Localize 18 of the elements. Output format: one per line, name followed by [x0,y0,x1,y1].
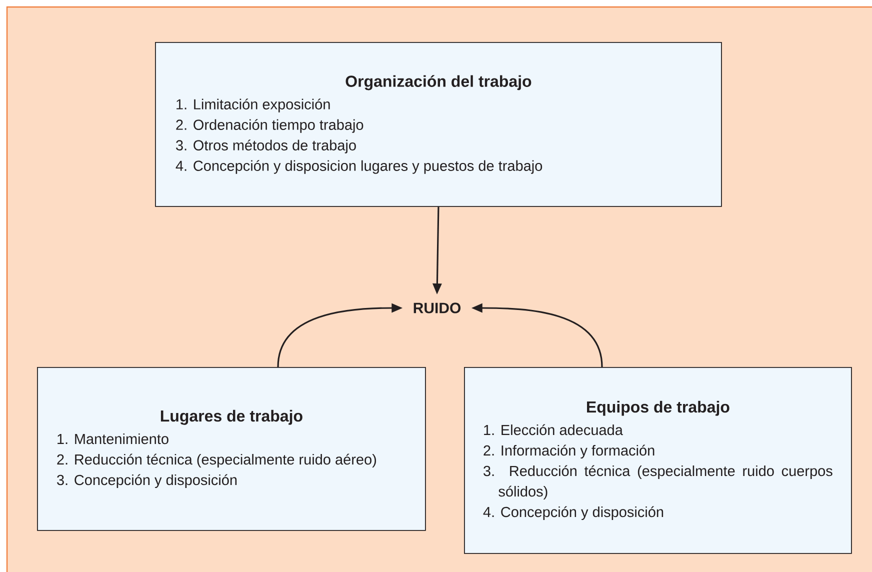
list-item: 4. Concepción y disposición [483,506,664,520]
list-item: 1. Elección adecuada [484,424,623,436]
box-heading: Lugares de trabajo [160,410,302,425]
text-box [464,367,852,554]
label-text: RUIDO [414,302,461,314]
text-box [155,42,722,207]
box-heading: Equipos de trabajo [587,400,730,416]
list-item: 3. Concepción y disposición [57,474,237,488]
box-heading: Organización del trabajo [346,75,532,90]
list-item: 4. Concepción y disposicion lugares y puestos de trabajo [176,160,542,174]
list-item: 2. Información y formación [484,444,654,458]
text-box [37,367,426,531]
list-item: 1. Mantenimiento [58,433,168,444]
list-item: 2. Ordenación tiempo trabajo [176,119,364,133]
list-item: 3. Otros métodos de trabajo [176,140,356,154]
list-item: 1. Limitación exposición [176,98,330,112]
list-item: 3. Reducción técnica (especialmente ruido cuerpos sólidos) [484,465,832,500]
list-item: 2. Reducción técnica (especialmente ruido aéreo) [57,454,376,468]
